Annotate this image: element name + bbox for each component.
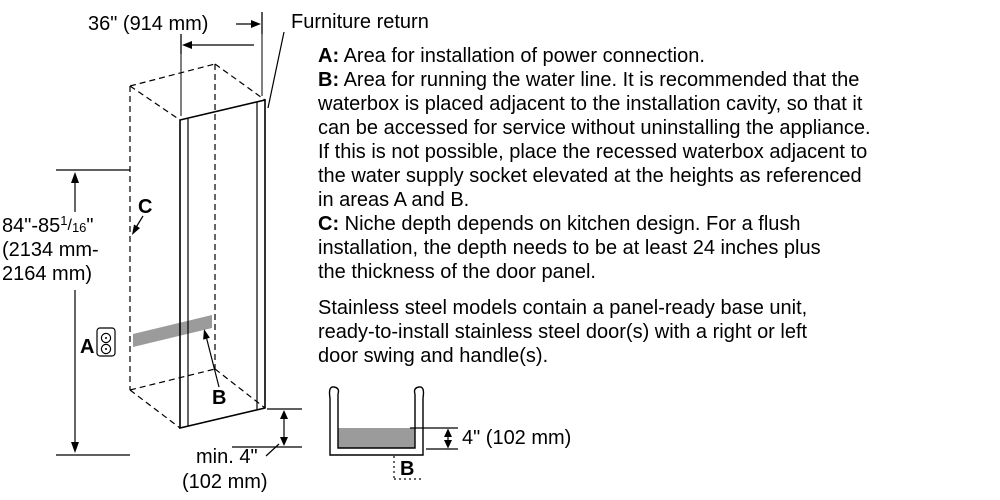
waterbox-walls	[328, 386, 425, 456]
door-panel	[179, 98, 266, 430]
notes-block: A: Area for installation of power connec…	[318, 44, 998, 368]
label-b-leader	[203, 329, 220, 388]
note-a-text: Area for installation of power connectio…	[339, 45, 705, 67]
area-b-band	[133, 315, 212, 347]
waterbox-diagram: 4" (102 mm) B	[328, 386, 571, 480]
note-b-prefix: B:	[318, 69, 340, 91]
min-height-dimension	[232, 408, 302, 457]
waterbox-b-leader	[393, 456, 424, 480]
height-dimension-label-line3: 2164 mm)	[2, 263, 92, 285]
furniture-return-leader	[267, 31, 285, 109]
note-stainless-text: Stainless steel models contain a panel-r…	[318, 297, 808, 367]
note-c-prefix: C:	[318, 213, 340, 235]
note-b-text: Area for running the water line. It is r…	[318, 69, 871, 211]
label-c: C	[138, 196, 152, 218]
depth-dimension-label: 4" (102 mm)	[462, 427, 571, 449]
width-dimension	[180, 12, 263, 116]
water-area	[338, 428, 415, 448]
label-c-leader	[132, 215, 144, 235]
furniture-return-label: Furniture return	[291, 11, 429, 33]
depth-dimension	[410, 427, 458, 450]
label-a: A	[80, 336, 94, 358]
niche-diagram: 36" (914 mm)	[2, 12, 302, 493]
waterbox-label-b: B	[400, 458, 414, 480]
note-b: B: Area for running the water line. It i…	[318, 68, 998, 212]
cavity-outline	[129, 63, 266, 429]
power-outlet-icon	[96, 327, 116, 357]
label-b: B	[212, 387, 226, 409]
height-dimension	[56, 169, 130, 456]
min-dimension-label-line1: min. 4"	[196, 446, 258, 468]
note-c-text: Niche depth depends on kitchen design. F…	[318, 213, 821, 283]
note-c: C: Niche depth depends on kitchen design…	[318, 212, 998, 284]
height-dimension-label-line1: 84"-851/16"	[2, 213, 94, 237]
height-dimension-label-line2: (2134 mm-	[2, 239, 99, 261]
note-a-prefix: A:	[318, 45, 340, 67]
width-dimension-label: 36" (914 mm)	[88, 13, 208, 35]
note-a: A: Area for installation of power connec…	[318, 44, 998, 68]
note-stainless: Stainless steel models contain a panel-r…	[318, 296, 998, 368]
min-dimension-label-line2: (102 mm)	[182, 471, 268, 493]
